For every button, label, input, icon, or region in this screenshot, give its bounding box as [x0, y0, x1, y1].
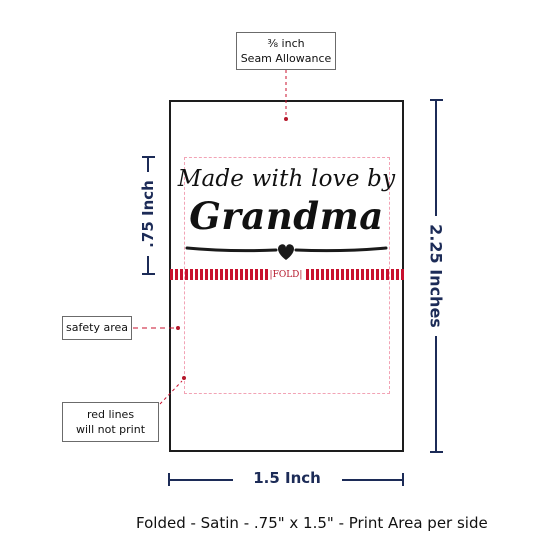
- fold-stripe: [265, 269, 268, 280]
- width-label: 1.5 Inch: [253, 469, 321, 487]
- safety-area-rect: [184, 157, 390, 394]
- red-lines-label: red lines: [86, 408, 135, 421]
- fold-stripe: [311, 269, 314, 280]
- fold-stripe: [376, 269, 379, 280]
- fold-stripe: [326, 269, 329, 280]
- heart-icon: [278, 244, 294, 260]
- fold-stripe: [250, 269, 253, 280]
- seam-leader-dot: [284, 117, 288, 121]
- fold-stripe: [240, 269, 243, 280]
- fold-stripe: [170, 269, 173, 280]
- fold-stripe: [220, 269, 223, 280]
- label-text-line1: Made with love by: [177, 166, 396, 192]
- fold-stripe: [401, 269, 404, 280]
- fold-stripe: [371, 269, 374, 280]
- fold-stripe: [205, 269, 208, 280]
- seam-allowance-callout: ⅜ inch Seam Allowance: [236, 32, 336, 70]
- heart-divider: [185, 244, 388, 260]
- fold-stripe: [190, 269, 193, 280]
- full-height-label: 2.25 Inches: [426, 224, 446, 328]
- label-text-line2: Grandma: [189, 194, 384, 238]
- safety-area-label: safety area: [66, 321, 128, 334]
- fold-stripe: [396, 269, 399, 280]
- red-lines-callout: red lines will not print: [62, 402, 159, 442]
- fold-stripe: [386, 269, 389, 280]
- red-lines-leader-line: [159, 380, 183, 405]
- fold-stripe: [225, 269, 228, 280]
- fold-stripe: [391, 269, 394, 280]
- fold-stripe: [245, 269, 248, 280]
- fold-stripe: [306, 269, 309, 280]
- fold-stripe: [195, 269, 198, 280]
- fold-stripe: [381, 269, 384, 280]
- fold-stripe: [200, 269, 203, 280]
- fold-stripe: [346, 269, 349, 280]
- will-not-print-label: will not print: [75, 423, 146, 436]
- divider-line-right: [294, 246, 388, 253]
- fold-stripe: [356, 269, 359, 280]
- seam-allowance-label: Seam Allowance: [240, 52, 332, 65]
- fold-stripe: [336, 269, 339, 280]
- seam-allowance-size: ⅜ inch: [267, 37, 305, 50]
- fold-stripe: [351, 269, 354, 280]
- width-dimension: [168, 473, 404, 486]
- fold-stripe: [366, 269, 369, 280]
- fold-stripe: [331, 269, 334, 280]
- full-height-dimension: [430, 99, 443, 453]
- fold-stripes: [170, 269, 404, 280]
- fold-stripe: [175, 269, 178, 280]
- caption: Folded - Satin - .75" x 1.5" - Print Are…: [136, 514, 488, 532]
- fold-stripe: [235, 269, 238, 280]
- fold-stripe: [180, 269, 183, 280]
- half-height-label: .75 Inch: [139, 180, 157, 248]
- red-lines-leader-dot: [182, 376, 186, 380]
- half-height-dimension: [142, 156, 155, 275]
- fold-stripe: [185, 269, 188, 280]
- fold-stripe: [255, 269, 258, 280]
- fold-stripe: [210, 269, 213, 280]
- divider-line-left: [185, 246, 278, 253]
- safety-area-callout: safety area: [62, 316, 132, 340]
- fold-stripe: [321, 269, 324, 280]
- fold-stripe: [361, 269, 364, 280]
- fold-stripe: [316, 269, 319, 280]
- safety-leader-dot: [176, 326, 180, 330]
- fold-stripe: [341, 269, 344, 280]
- fold-stripe: [230, 269, 233, 280]
- fold-stripe: [215, 269, 218, 280]
- fold-label: |FOLD|: [269, 270, 303, 280]
- fold-stripe: [260, 269, 263, 280]
